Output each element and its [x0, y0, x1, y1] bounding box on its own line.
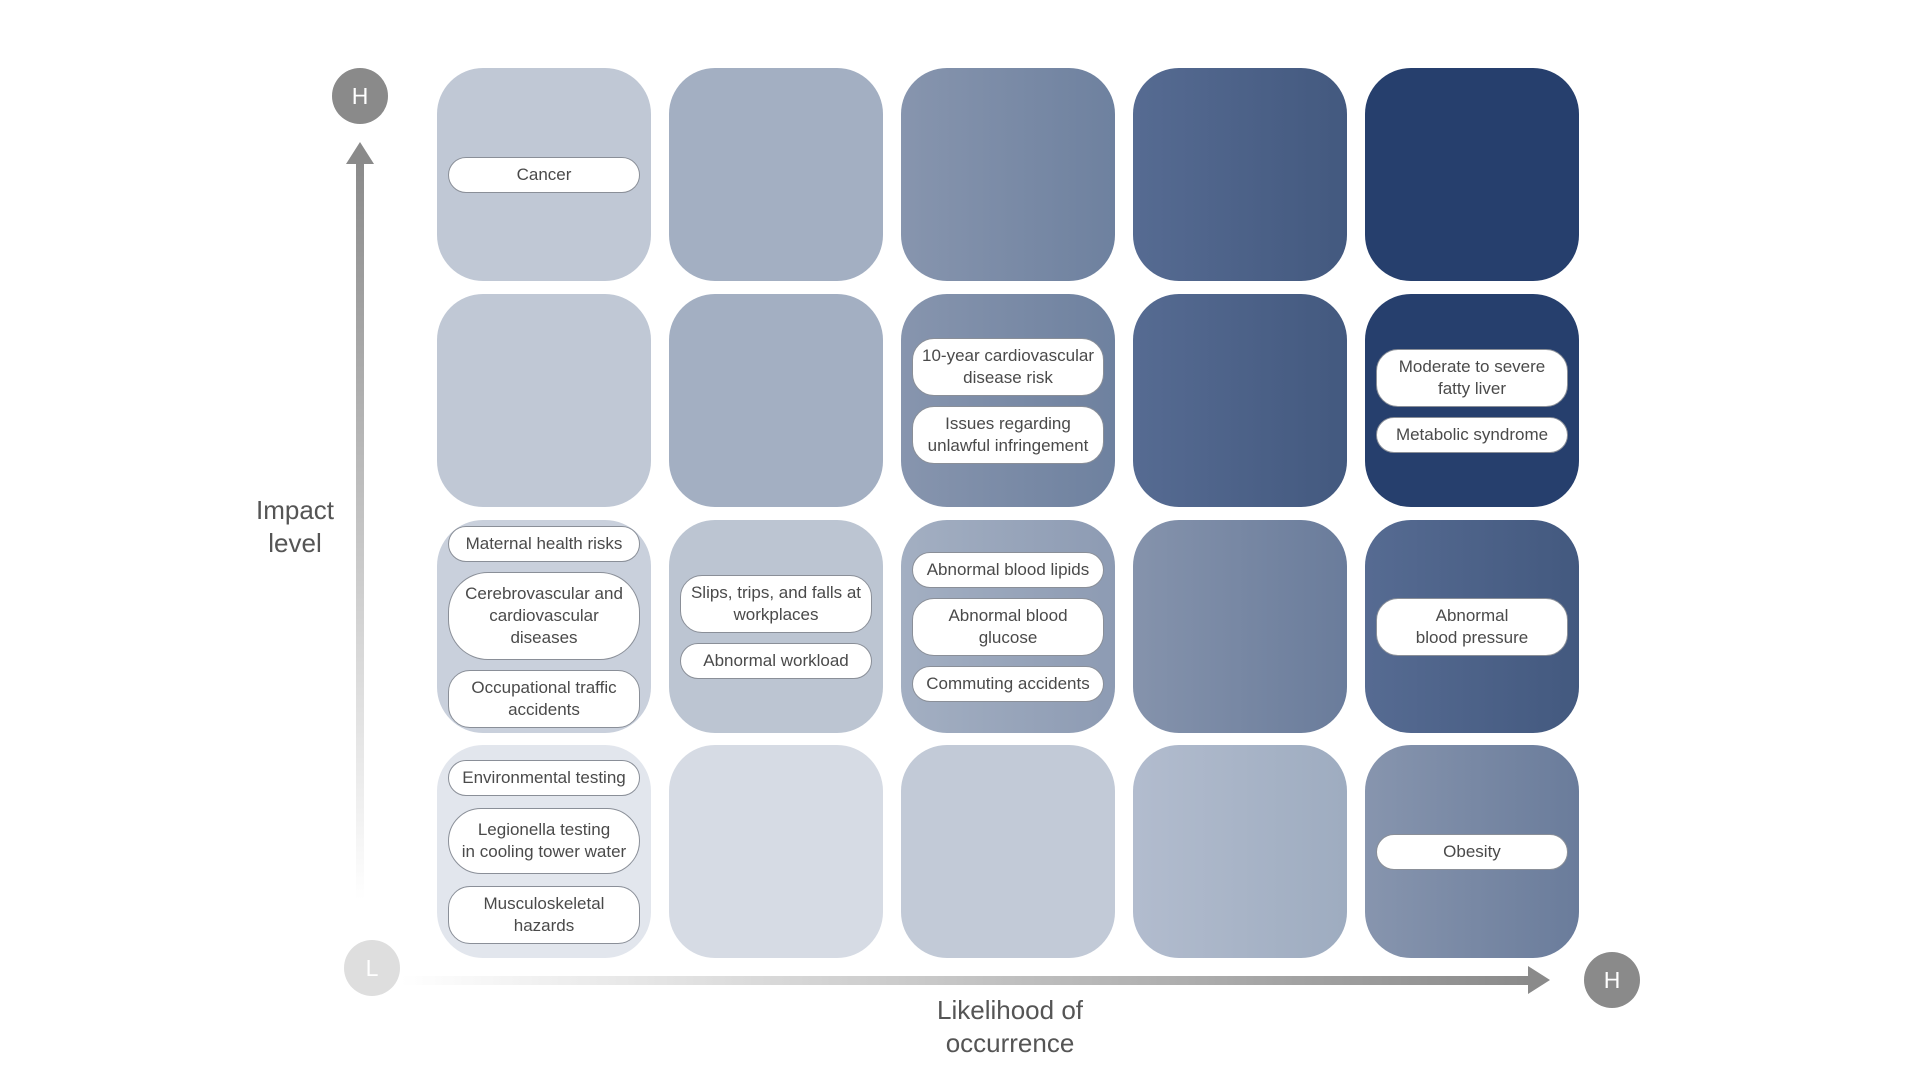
cell-item-stack [1133, 745, 1347, 958]
risk-item-pill: Cancer [448, 156, 640, 193]
matrix-cell-r4-c5: Obesity [1365, 745, 1579, 958]
x-axis-arrowhead [1528, 966, 1550, 994]
cell-item-stack [669, 294, 883, 507]
cell-item-stack [669, 68, 883, 281]
matrix-cell-r2-c4 [1133, 294, 1347, 507]
x-axis-line [400, 976, 1530, 985]
cell-item-stack [901, 745, 1115, 958]
x-axis-label: Likelihood of occurrence [937, 995, 1083, 1058]
matrix-cell-r4-c3 [901, 745, 1115, 958]
matrix-cell-r2-c2 [669, 294, 883, 507]
risk-item-pill: Cerebrovascular and cardiovascular disea… [448, 571, 640, 660]
cell-item-stack [1133, 294, 1347, 507]
cell-item-stack [1133, 520, 1347, 733]
risk-item-pill: Commuting accidents [912, 665, 1104, 702]
risk-item-pill: Obesity [1376, 833, 1568, 870]
matrix-cell-r1-c1: Cancer [437, 68, 651, 281]
risk-item-pill: Maternal health risks [448, 525, 640, 562]
x-axis-high-marker: H [1584, 952, 1640, 1008]
cell-item-stack [669, 745, 883, 958]
cell-item-stack: Obesity [1365, 745, 1579, 958]
risk-item-pill: 10-year cardiovascular disease risk [912, 337, 1104, 396]
risk-item-pill: Environmental testing [448, 759, 640, 796]
risk-item-pill: Metabolic syndrome [1376, 416, 1568, 453]
cell-item-stack [437, 294, 651, 507]
matrix-cell-r2-c1 [437, 294, 651, 507]
risk-item-pill: Musculoskeletal hazards [448, 885, 640, 944]
risk-item-pill: Abnormal blood lipids [912, 551, 1104, 588]
y-axis-label: Impact level [255, 495, 335, 558]
matrix-cell-r1-c3 [901, 68, 1115, 281]
risk-item-pill: Occupational traffic accidents [448, 669, 640, 728]
matrix-cell-r3-c5: Abnormal blood pressure [1365, 520, 1579, 733]
risk-item-pill: Issues regarding unlawful infringement [912, 405, 1104, 464]
cell-item-stack: Cancer [437, 68, 651, 281]
risk-item-pill: Slips, trips, and falls at workplaces [680, 574, 872, 633]
cell-item-stack [1133, 68, 1347, 281]
origin-low-marker: L [344, 940, 400, 996]
matrix-cell-r1-c2 [669, 68, 883, 281]
risk-item-pill: Abnormal blood glucose [912, 597, 1104, 656]
matrix-cell-r4-c2 [669, 745, 883, 958]
matrix-cell-r1-c4 [1133, 68, 1347, 281]
matrix-cell-r1-c5 [1365, 68, 1579, 281]
risk-item-pill: Abnormal workload [680, 642, 872, 679]
risk-item-pill: Abnormal blood pressure [1376, 597, 1568, 656]
y-axis-high-marker: H [332, 68, 388, 124]
risk-item-pill: Legionella testing in cooling tower wate… [448, 807, 640, 874]
cell-item-stack: Abnormal blood pressure [1365, 520, 1579, 733]
matrix-cell-r4-c4 [1133, 745, 1347, 958]
cell-item-stack [901, 68, 1115, 281]
y-axis-arrowhead [346, 142, 374, 164]
matrix-cell-r3-c4 [1133, 520, 1347, 733]
cell-item-stack [1365, 68, 1579, 281]
risk-item-pill: Moderate to severe fatty liver [1376, 348, 1568, 407]
